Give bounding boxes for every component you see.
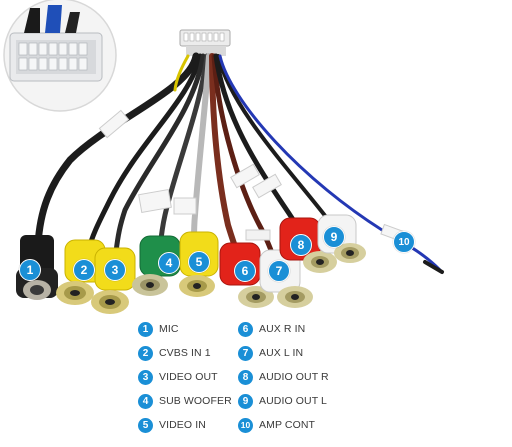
wire-label-tags — [98, 109, 406, 243]
legend-number: 5 — [138, 417, 153, 433]
legend-label: VIDEO OUT — [159, 371, 218, 383]
legend-number: 6 — [238, 321, 253, 337]
legend-item: 5 VIDEO IN — [138, 416, 206, 434]
legend-label: AMP CONT — [259, 419, 316, 431]
photo-badge-9: 9 — [323, 226, 345, 248]
photo-badge-5: 5 — [188, 251, 210, 273]
amp-cont-wire-end — [423, 260, 444, 274]
legend-item: 4 SUB WOOFER — [138, 392, 232, 410]
legend-label: MIC — [159, 323, 179, 335]
legend-item: 2 CVBS IN 1 — [138, 344, 211, 362]
legend-item: 10 AMP CONT — [238, 416, 315, 434]
photo-badge-2: 2 — [73, 259, 95, 281]
legend-number: 1 — [138, 321, 153, 337]
photo-badge-8: 8 — [290, 234, 312, 256]
legend-label: VIDEO IN — [159, 419, 206, 431]
legend-number: 3 — [138, 369, 153, 385]
legend-label: CVBS IN 1 — [159, 347, 211, 359]
harness-plug — [179, 29, 231, 56]
legend-item: 9 AUDIO OUT L — [238, 392, 327, 410]
photo-badge-3: 3 — [104, 259, 126, 281]
legend-number: 10 — [238, 417, 253, 433]
legend-number: 9 — [238, 393, 253, 409]
legend-item: 7 AUX L IN — [238, 344, 303, 362]
legend-number: 7 — [238, 345, 253, 361]
photo-badge-1: 1 — [19, 259, 41, 281]
photo-badge-4: 4 — [158, 252, 180, 274]
legend-item: 3 VIDEO OUT — [138, 368, 218, 386]
legend-item: 6 AUX R IN — [238, 320, 305, 338]
legend-label: SUB WOOFER — [159, 395, 232, 407]
legend-label: AUDIO OUT R — [259, 371, 329, 383]
legend-number: 4 — [138, 393, 153, 409]
inset-multi-pin-connector — [9, 5, 103, 82]
photo-badge-7: 7 — [268, 260, 290, 282]
legend-label: AUX L IN — [259, 347, 304, 359]
connector-legend: 1 MIC 2 CVBS IN 1 3 VIDEO OUT 4 SUB WOOF… — [138, 320, 438, 440]
connector-inset — [3, 0, 117, 112]
legend-label: AUDIO OUT L — [259, 395, 328, 407]
rca-plug-3-yellow — [91, 247, 136, 314]
legend-item: 1 MIC — [138, 320, 179, 338]
photo-badge-6: 6 — [234, 260, 256, 282]
legend-item: 8 AUDIO OUT R — [238, 368, 329, 386]
legend-number: 2 — [138, 345, 153, 361]
legend-label: AUX R IN — [259, 323, 306, 335]
legend-number: 8 — [238, 369, 253, 385]
photo-badge-10: 10 — [393, 231, 415, 253]
